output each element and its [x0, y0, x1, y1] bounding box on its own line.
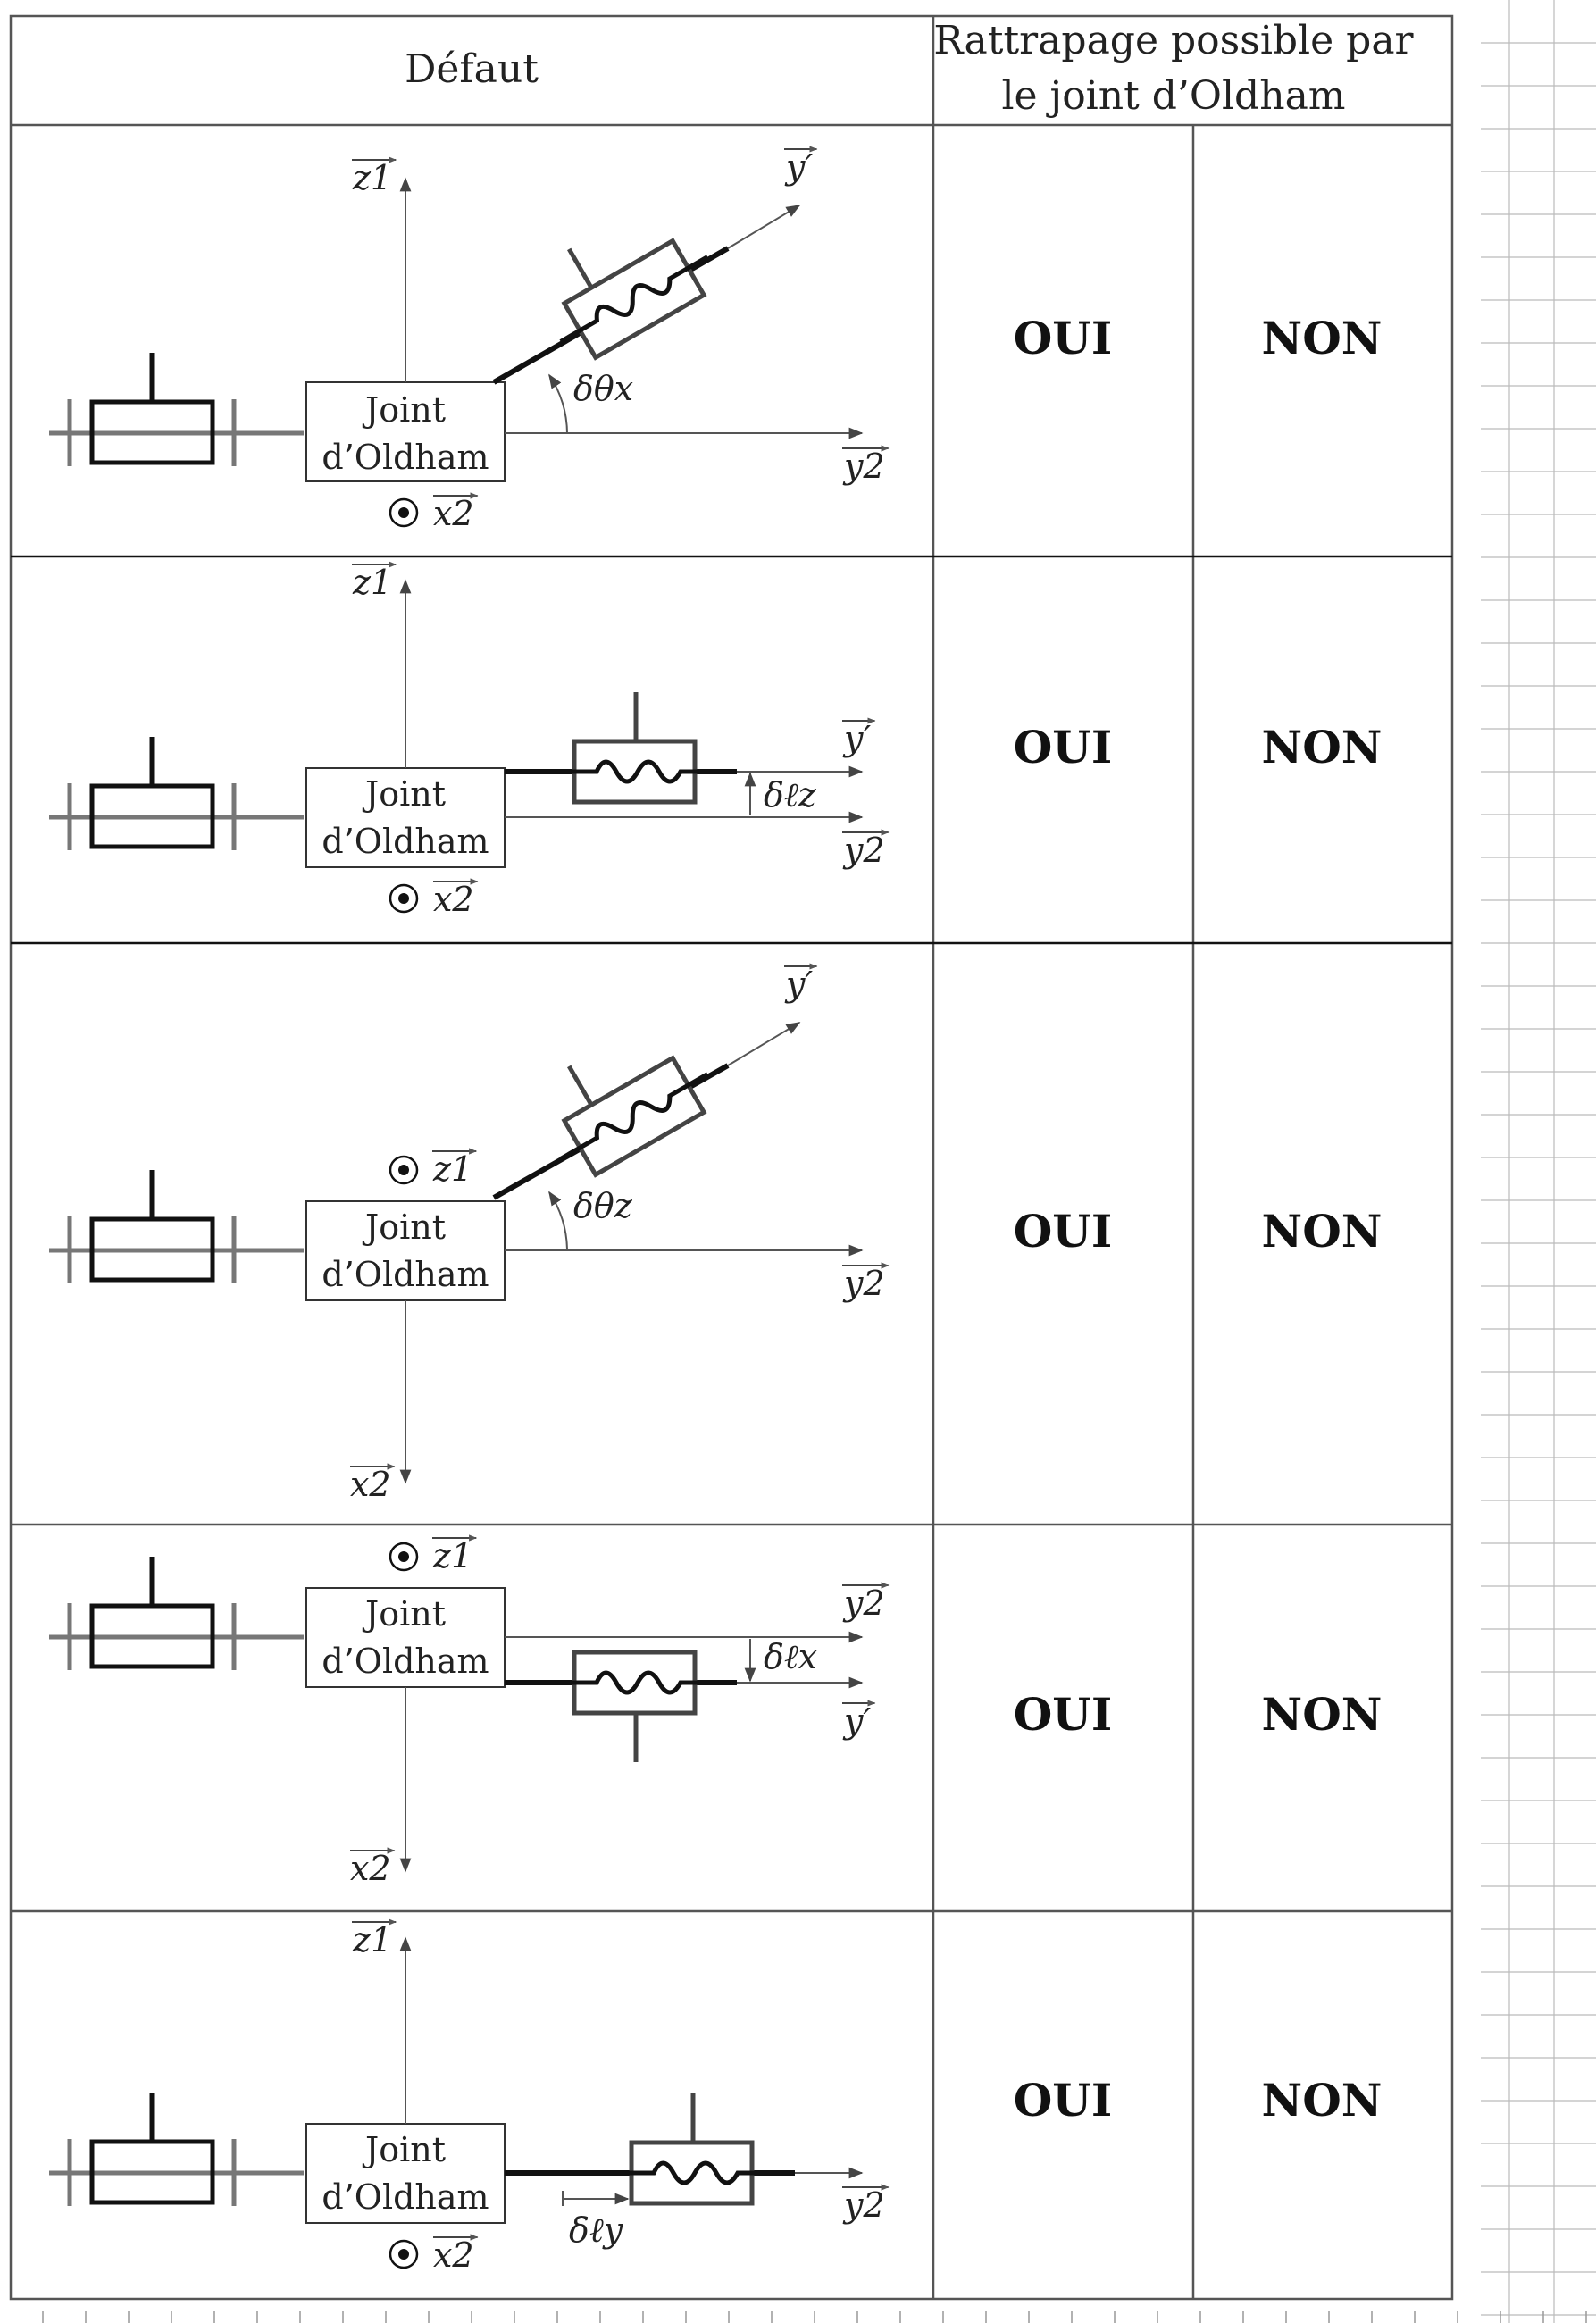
vec-yprime: y′	[842, 719, 871, 758]
joint-label-2: d’Oldham	[322, 822, 489, 861]
defect-label: δθz	[573, 1186, 633, 1225]
row-4-oui[interactable]: OUI	[1014, 1688, 1113, 1741]
row-2-non[interactable]: NON	[1262, 721, 1383, 773]
defect-label: δℓx	[764, 1637, 817, 1676]
row-2-oui[interactable]: OUI	[1014, 721, 1113, 773]
vec-z1: z1	[352, 563, 392, 602]
row-1-diagram: Joint d’Oldham δθx z1 y′ y2 x2	[49, 146, 890, 533]
row-3-non[interactable]: NON	[1262, 1205, 1383, 1258]
joint-label-1: Joint	[362, 1594, 446, 1634]
vec-z1: z1	[432, 1149, 472, 1189]
vec-y2: y2	[842, 1583, 885, 1623]
defect-label: δℓz	[764, 775, 817, 815]
joint-label-2: d’Oldham	[322, 1255, 489, 1294]
oldham-joint-box	[305, 1200, 506, 1301]
vec-x2: x2	[350, 1849, 391, 1888]
vec-x2: x2	[433, 880, 474, 919]
row-5-oui[interactable]: OUI	[1014, 2074, 1113, 2127]
vec-x2: x2	[433, 2235, 474, 2275]
defect-label: δθx	[573, 369, 633, 408]
joint-label-1: Joint	[362, 1207, 446, 1247]
vec-y2: y2	[842, 2185, 885, 2225]
vec-yprime: y′	[842, 1701, 871, 1741]
vec-y2: y2	[842, 447, 885, 486]
joint-label-2: d’Oldham	[322, 2177, 489, 2217]
vec-yprime: y′	[784, 147, 813, 187]
oldham-joint-box	[305, 381, 506, 482]
joint-label-1: Joint	[362, 774, 446, 814]
vec-z1: z1	[352, 1920, 392, 1960]
table-frame	[9, 14, 1454, 2301]
vec-y2: y2	[842, 1264, 885, 1303]
joint-label-1: Joint	[362, 390, 446, 430]
ruler-ticks	[42, 2311, 1587, 2323]
row-2-diagram: Joint d’Oldham δℓz z1 y′ y2 x2	[49, 561, 890, 919]
header-rattrapage-1: Rattrapage possible par	[933, 18, 1414, 63]
row-5-non[interactable]: NON	[1262, 2074, 1383, 2127]
row-4-diagram: Joint d’Oldham δℓx z1 y2 y′ x2	[49, 1534, 890, 1888]
header-defaut: Défaut	[405, 46, 539, 92]
row-5-diagram: Joint d’Oldham δℓy z1 y2 x2	[49, 1918, 890, 2275]
oldham-joint-box	[305, 2123, 506, 2224]
row-4-non[interactable]: NON	[1262, 1688, 1383, 1741]
vec-x2: x2	[433, 494, 474, 533]
vec-y2: y2	[842, 831, 885, 870]
row-3-diagram: Joint d’Oldham δθz z1 y′ y2 x2	[49, 963, 890, 1504]
vec-z1: z1	[432, 1536, 472, 1575]
row-3-oui[interactable]: OUI	[1014, 1205, 1113, 1258]
vec-yprime: y′	[784, 965, 813, 1004]
defect-label: δℓy	[569, 2210, 623, 2250]
row-1-non[interactable]: NON	[1262, 312, 1383, 364]
joint-label-2: d’Oldham	[322, 1642, 489, 1681]
row-1-oui[interactable]: OUI	[1014, 312, 1113, 364]
header-rattrapage-2: le joint d’Oldham	[1001, 73, 1345, 119]
joint-label-1: Joint	[362, 2130, 446, 2169]
vec-z1: z1	[352, 158, 392, 197]
margin-grid	[1481, 0, 1596, 2323]
vec-x2: x2	[350, 1465, 391, 1504]
joint-label-2: d’Oldham	[322, 438, 489, 477]
